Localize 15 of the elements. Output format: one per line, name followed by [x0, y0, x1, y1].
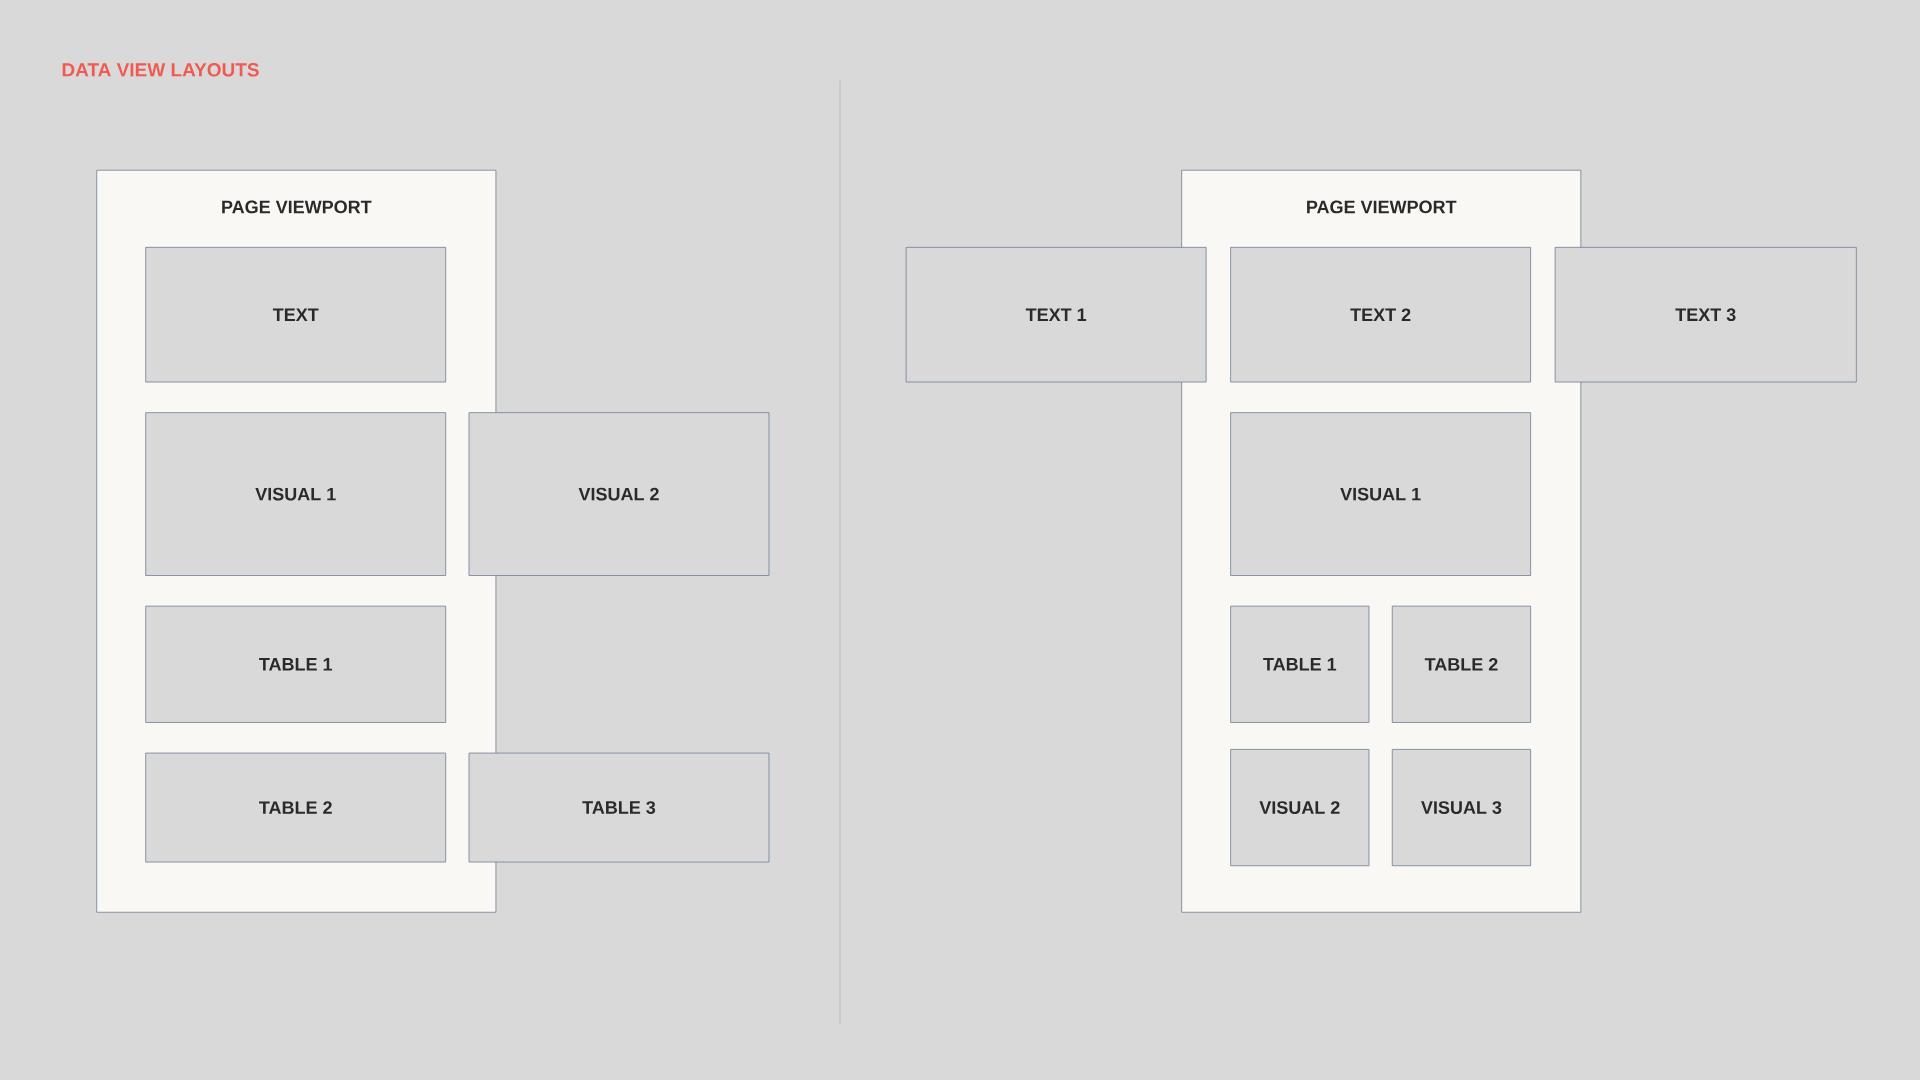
layout-box: TEXT 2	[1230, 246, 1531, 383]
layout-box: VISUAL 1	[1230, 412, 1531, 576]
page-title: DATA VIEW LAYOUTS	[62, 63, 259, 77]
layout-box: VISUAL 3	[1391, 749, 1532, 867]
layout-box: TEXT	[145, 246, 447, 383]
layout-box: TABLE 2	[145, 752, 447, 863]
layout-box: VISUAL 1	[145, 412, 447, 576]
layout-box: TEXT 1	[905, 246, 1207, 383]
layout-box: TABLE 2	[1391, 605, 1532, 723]
layout-box: TABLE 1	[1230, 605, 1370, 723]
layout-box: VISUAL 2	[1230, 749, 1370, 867]
layout-box: TABLE 3	[468, 752, 770, 863]
layout-box: VISUAL 2	[468, 412, 770, 576]
layout-box: TABLE 1	[145, 605, 447, 723]
layout-box: TEXT 3	[1554, 246, 1857, 383]
